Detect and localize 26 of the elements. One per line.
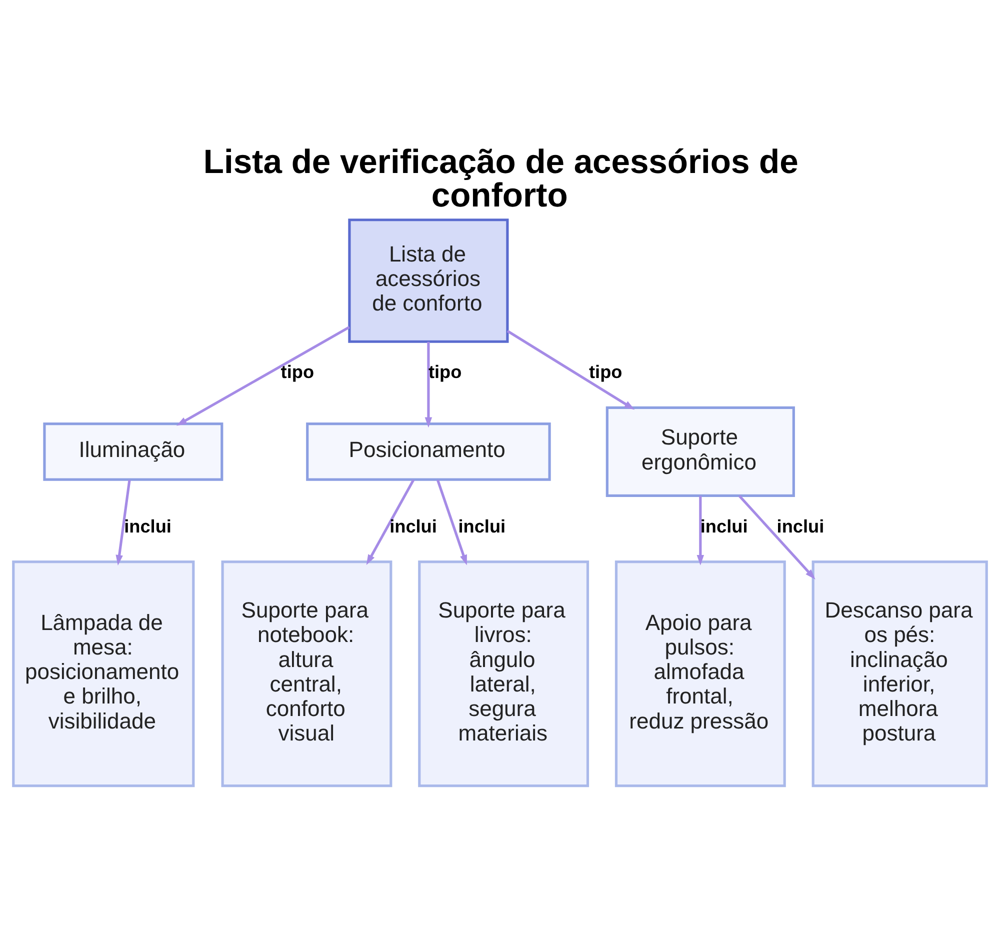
node-box: Suporte para notebook: altura central, conforto visual	[221, 560, 392, 788]
edge-label: inclui	[124, 516, 172, 536]
node-box: Suporte para livros: ângulo lateral, segura materiais	[418, 560, 590, 788]
arrow	[424, 342, 432, 428]
arrow	[696, 496, 704, 566]
arrow	[738, 494, 816, 580]
node-box: Lâmpada de mesa: posicionamento e brilho, visibilidade	[12, 560, 195, 788]
edge-label: inclui	[700, 516, 748, 536]
arrow	[176, 326, 350, 426]
diagram-title: Lista de verificação de acessórios de conforto	[203, 144, 798, 215]
arrow	[506, 330, 635, 410]
node-box: Apoio para pulsos: almofada frontal, reduz pressão	[614, 560, 786, 788]
edge-label: inclui	[776, 516, 824, 536]
edge-label: tipo	[589, 362, 622, 382]
node-box: Suporte ergonômico	[606, 406, 795, 498]
edge-label: inclui	[458, 516, 506, 536]
node-box: Iluminação	[43, 422, 224, 481]
edge-label: tipo	[280, 362, 314, 382]
edge-label: inclui	[390, 516, 437, 536]
node-box: Descanso para os pés: inclinação inferior, melhora postura	[812, 560, 988, 788]
node-box: Posicionamento	[306, 422, 551, 481]
arrow	[436, 479, 467, 566]
arrow	[366, 479, 415, 565]
node-box: Lista de acessórios de conforto	[348, 218, 509, 343]
arrow	[116, 480, 131, 566]
edge-label: tipo	[428, 362, 462, 382]
